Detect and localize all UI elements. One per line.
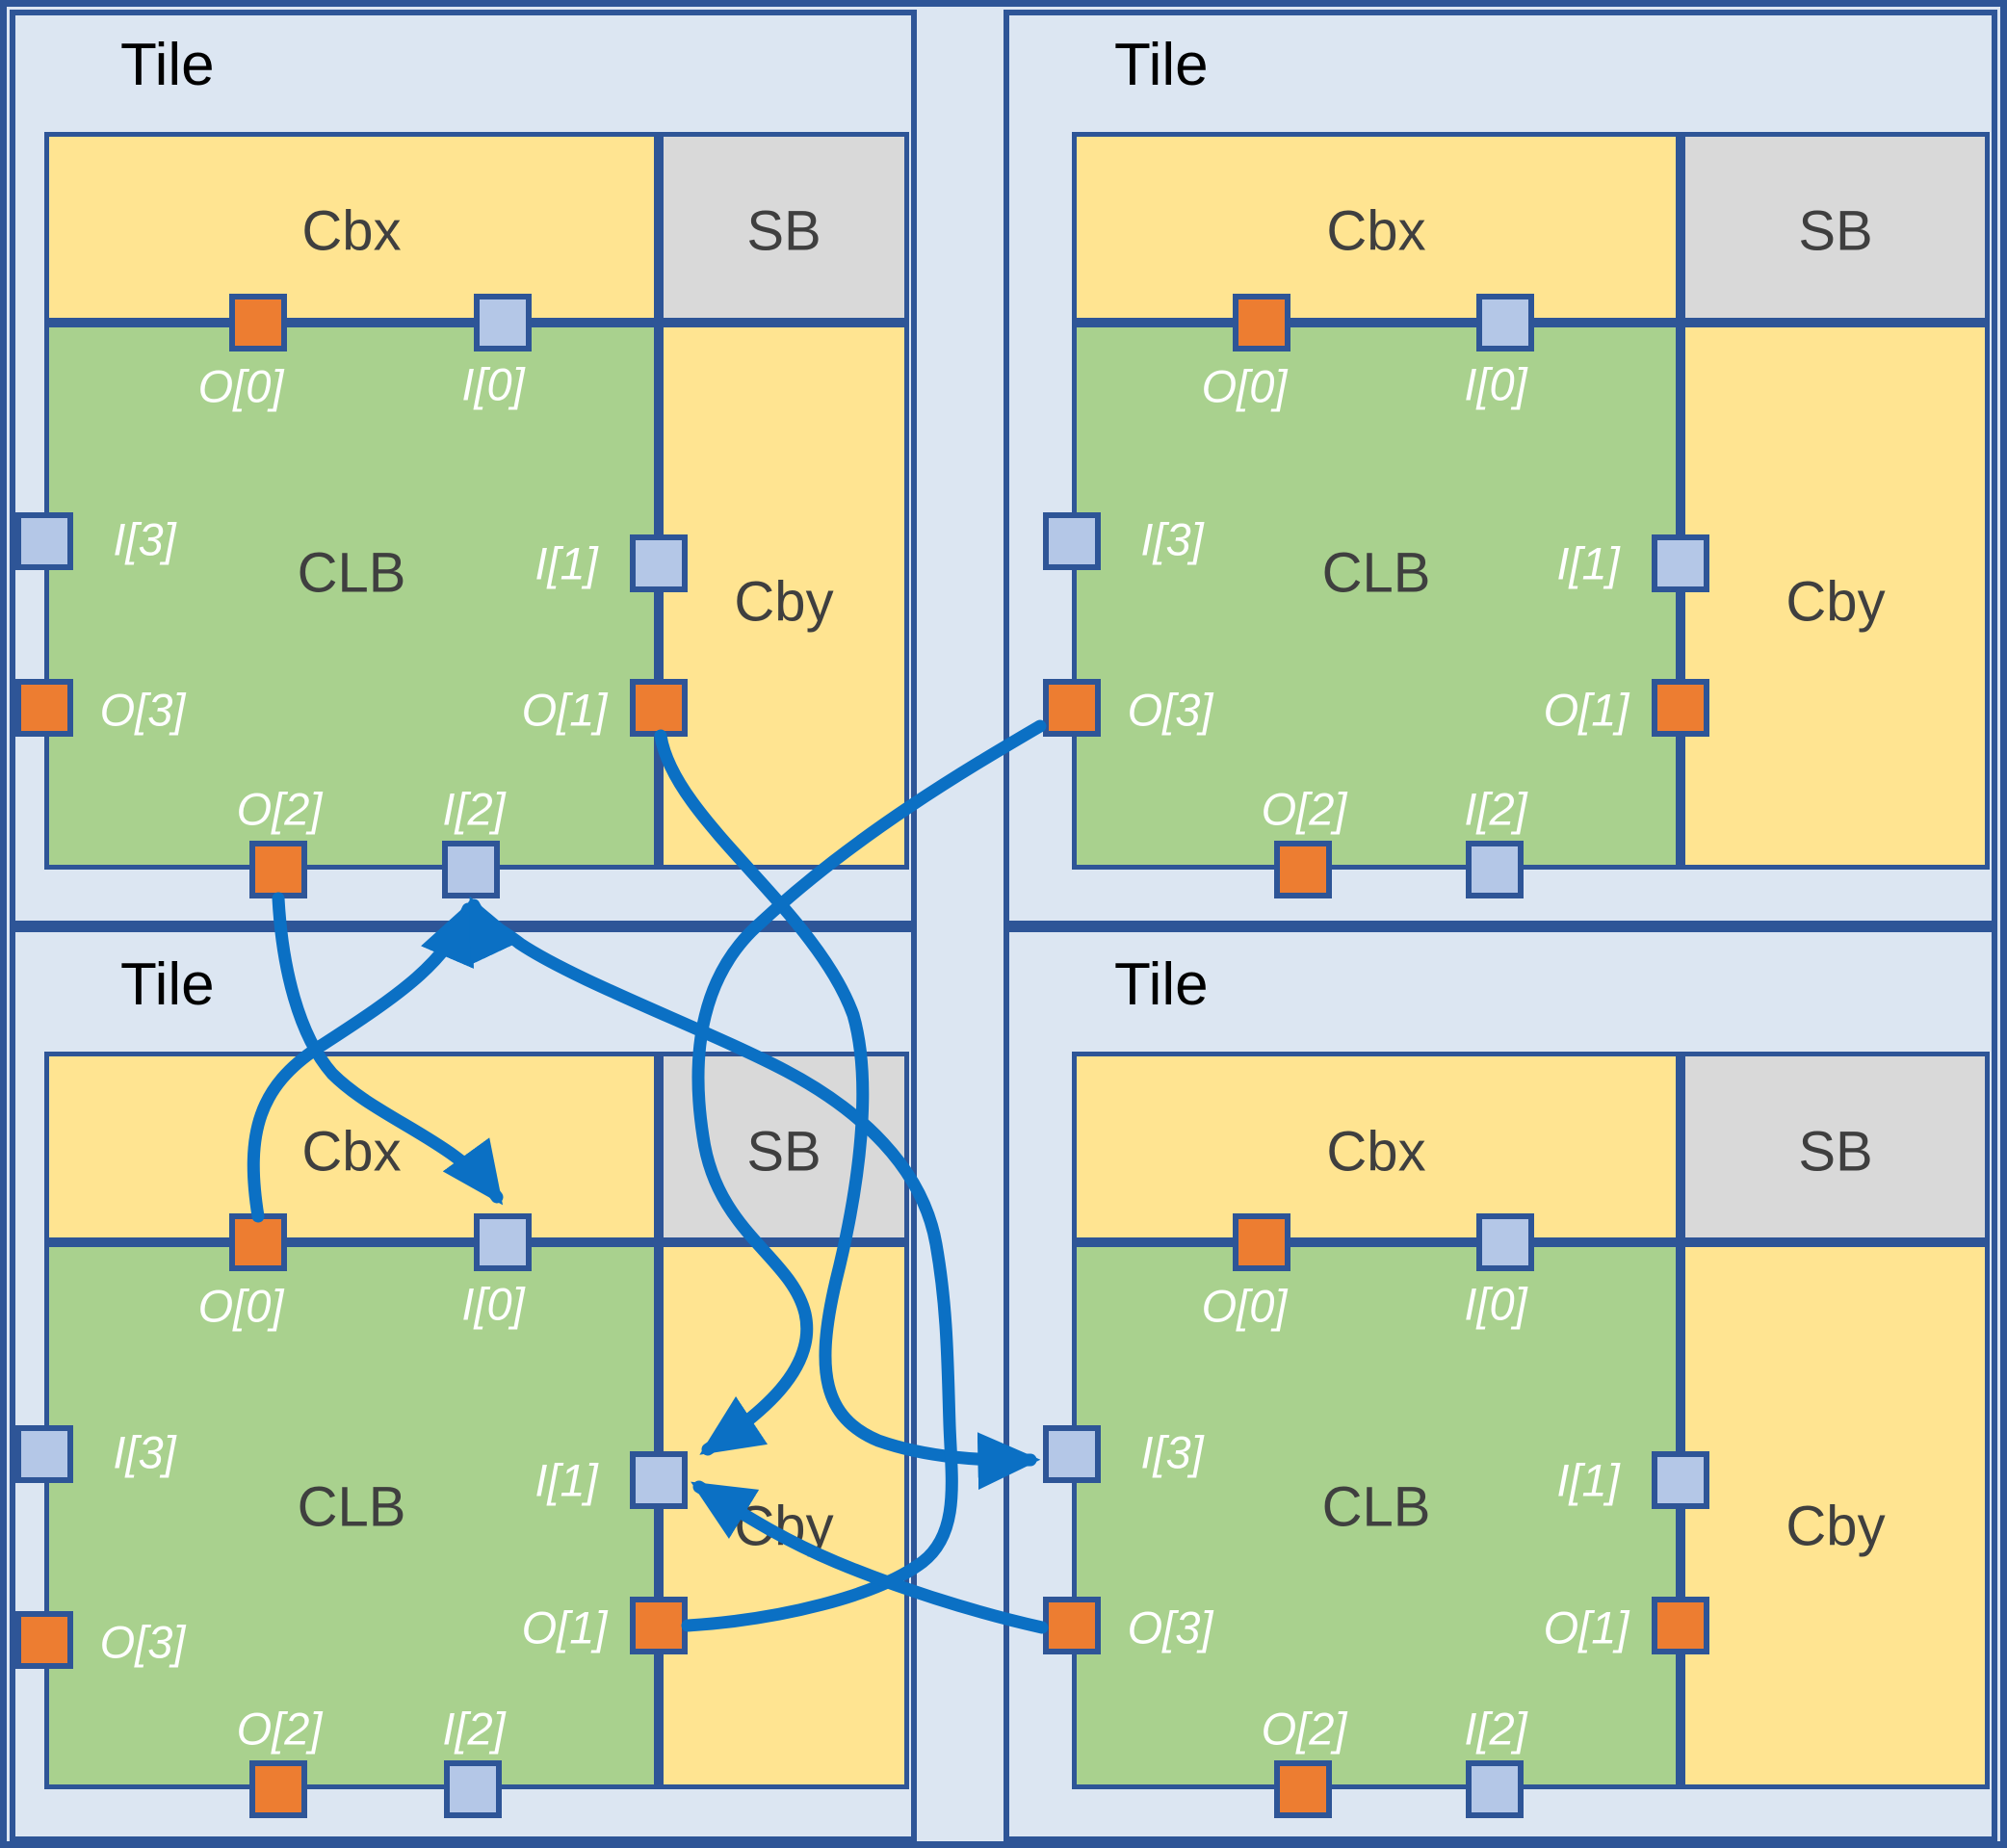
- input-pin-I[0]-top-right: [1476, 294, 1534, 351]
- pin-label-O[2]-bottom-left: O[2]: [236, 1703, 323, 1755]
- block-cby-bottom-right: [1681, 1242, 1990, 1789]
- output-pin-O[0]-bottom-right: [1233, 1213, 1290, 1271]
- pin-label-O[3]-top-right: O[3]: [1127, 684, 1213, 736]
- pin-label-O[2]-top-right: O[2]: [1261, 783, 1347, 835]
- block-cbx-bottom-right: [1072, 1052, 1681, 1242]
- output-pin-O[2]-bottom-right: [1274, 1760, 1332, 1818]
- block-label-cbx-top-right: Cbx: [1326, 199, 1426, 263]
- pin-label-I[2]-bottom-left: I[2]: [442, 1703, 506, 1755]
- block-label-cbx-bottom-left: Cbx: [301, 1120, 402, 1184]
- pin-label-O[1]-top-right: O[1]: [1543, 684, 1629, 736]
- pin-label-I[0]-top-left: I[0]: [461, 358, 525, 410]
- output-pin-O[0]-top-left: [229, 294, 287, 351]
- pin-label-O[3]-bottom-right: O[3]: [1127, 1601, 1213, 1653]
- input-pin-I[0]-bottom-left: [474, 1213, 532, 1271]
- pin-label-I[3]-bottom-right: I[3]: [1140, 1426, 1204, 1478]
- output-pin-O[0]-bottom-left: [229, 1213, 287, 1271]
- pin-label-O[1]-bottom-left: O[1]: [521, 1601, 608, 1653]
- output-pin-O[3]-bottom-right: [1043, 1597, 1101, 1654]
- pin-label-I[0]-bottom-left: I[0]: [461, 1278, 525, 1330]
- block-clb-bottom-right: [1072, 1242, 1681, 1789]
- input-pin-I[1]-bottom-right: [1652, 1451, 1709, 1509]
- input-pin-I[3]-top-right: [1043, 512, 1101, 570]
- pin-label-I[3]-top-left: I[3]: [113, 513, 176, 565]
- output-pin-O[0]-top-right: [1233, 294, 1290, 351]
- input-pin-I[1]-top-left: [630, 534, 688, 592]
- block-label-clb-top-left: CLB: [297, 541, 406, 605]
- pin-label-O[3]-bottom-left: O[3]: [99, 1616, 186, 1668]
- input-pin-I[1]-top-right: [1652, 534, 1709, 592]
- pin-label-O[1]-bottom-right: O[1]: [1543, 1601, 1629, 1653]
- input-pin-I[3]-top-left: [15, 512, 73, 570]
- block-label-sb-bottom-right: SB: [1798, 1120, 1873, 1184]
- block-sb-bottom-right: [1681, 1052, 1990, 1242]
- input-pin-I[2]-top-left: [442, 841, 500, 898]
- block-label-cby-top-right: Cby: [1785, 570, 1886, 634]
- input-pin-I[2]-bottom-left: [444, 1760, 502, 1818]
- output-pin-O[1]-bottom-right: [1652, 1597, 1709, 1654]
- input-pin-I[2]-bottom-right: [1466, 1760, 1524, 1818]
- block-clb-top-left: [44, 323, 659, 870]
- input-pin-I[0]-top-left: [474, 294, 532, 351]
- input-pin-I[1]-bottom-left: [630, 1451, 688, 1509]
- input-pin-I[0]-bottom-right: [1476, 1213, 1534, 1271]
- block-label-sb-top-left: SB: [746, 199, 821, 263]
- block-label-clb-top-right: CLB: [1321, 541, 1431, 605]
- tile-label-bottom-right: Tile: [1114, 951, 1209, 1018]
- pin-label-I[3]-top-right: I[3]: [1140, 513, 1204, 565]
- pin-label-O[0]-top-left: O[0]: [197, 360, 284, 412]
- pin-label-I[0]-bottom-right: I[0]: [1464, 1278, 1527, 1330]
- pin-label-O[0]-bottom-left: O[0]: [197, 1280, 284, 1332]
- block-clb-top-right: [1072, 323, 1681, 870]
- input-pin-I[3]-bottom-right: [1043, 1425, 1101, 1483]
- output-pin-O[1]-bottom-left: [630, 1597, 688, 1654]
- output-pin-O[1]-top-left: [630, 679, 688, 737]
- pin-label-I[2]-top-right: I[2]: [1464, 783, 1527, 835]
- output-pin-O[3]-top-right: [1043, 679, 1101, 737]
- pin-label-I[1]-bottom-left: I[1]: [534, 1454, 598, 1506]
- pin-label-O[3]-top-left: O[3]: [99, 684, 186, 736]
- block-label-sb-bottom-left: SB: [746, 1120, 821, 1184]
- block-label-cby-top-left: Cby: [734, 570, 834, 634]
- block-label-clb-bottom-left: CLB: [297, 1475, 406, 1539]
- block-sb-top-right: [1681, 132, 1990, 323]
- pin-label-I[1]-top-left: I[1]: [534, 537, 598, 589]
- block-cby-top-right: [1681, 323, 1990, 870]
- output-pin-O[3]-bottom-left: [15, 1611, 73, 1669]
- tile-label-top-right: Tile: [1114, 32, 1209, 98]
- output-pin-O[2]-bottom-left: [249, 1760, 307, 1818]
- block-label-sb-top-right: SB: [1798, 199, 1873, 263]
- output-pin-O[3]-top-left: [15, 679, 73, 737]
- pin-label-I[1]-top-right: I[1]: [1556, 537, 1620, 589]
- pin-label-O[2]-bottom-right: O[2]: [1261, 1703, 1347, 1755]
- block-label-clb-bottom-right: CLB: [1321, 1475, 1431, 1539]
- block-label-cbx-bottom-right: Cbx: [1326, 1120, 1426, 1184]
- block-label-cby-bottom-left: Cby: [734, 1495, 834, 1558]
- pin-label-I[0]-top-right: I[0]: [1464, 358, 1527, 410]
- pin-label-O[0]-top-right: O[0]: [1201, 360, 1288, 412]
- block-cbx-top-left: [44, 132, 659, 323]
- block-cbx-top-right: [1072, 132, 1681, 323]
- tile-label-top-left: Tile: [120, 32, 215, 98]
- output-pin-O[2]-top-right: [1274, 841, 1332, 898]
- output-pin-O[2]-top-left: [249, 841, 307, 898]
- block-sb-top-left: [659, 132, 909, 323]
- pin-label-I[1]-bottom-right: I[1]: [1556, 1454, 1620, 1506]
- pin-label-O[0]-bottom-right: O[0]: [1201, 1280, 1288, 1332]
- input-pin-I[2]-top-right: [1466, 841, 1524, 898]
- pin-label-I[2]-top-left: I[2]: [442, 783, 506, 835]
- pin-label-O[2]-top-left: O[2]: [236, 783, 323, 835]
- block-label-cbx-top-left: Cbx: [301, 199, 402, 263]
- pin-label-O[1]-top-left: O[1]: [521, 684, 608, 736]
- output-pin-O[1]-top-right: [1652, 679, 1709, 737]
- block-label-cby-bottom-right: Cby: [1785, 1495, 1886, 1558]
- pin-label-I[2]-bottom-right: I[2]: [1464, 1703, 1527, 1755]
- tile-label-bottom-left: Tile: [120, 951, 215, 1018]
- pin-label-I[3]-bottom-left: I[3]: [113, 1426, 176, 1478]
- input-pin-I[3]-bottom-left: [15, 1425, 73, 1483]
